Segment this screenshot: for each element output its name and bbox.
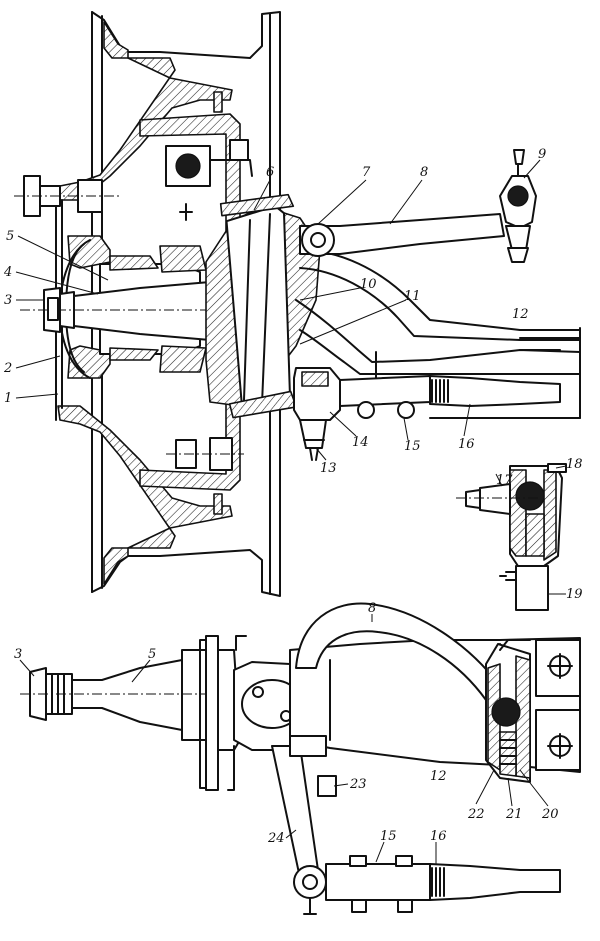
top-section-view <box>14 11 581 597</box>
callout-bottom-24: 24 <box>267 831 285 846</box>
callout-labels: 1 2 3 4 5 6 7 8 9 10 11 12 13 14 15 16 1… <box>3 147 583 846</box>
callout-13: 13 <box>320 461 337 476</box>
leader-lines <box>15 159 567 864</box>
callout-bottom-22: 22 <box>467 807 485 822</box>
callout-8: 8 <box>420 165 428 180</box>
drum-bolts <box>14 139 253 471</box>
callout-19: 19 <box>566 587 583 602</box>
callout-bottom-3: 3 <box>14 647 22 662</box>
ball-joint-detail <box>456 463 567 611</box>
callout-5: 5 <box>6 229 14 244</box>
callout-17: 17 <box>496 473 513 488</box>
callout-bottom-21: 21 <box>505 807 523 822</box>
callout-15: 15 <box>404 439 421 454</box>
steering-arm-top <box>299 149 537 263</box>
callout-9: 9 <box>538 147 546 162</box>
stub-axle <box>20 281 230 341</box>
callout-12: 12 <box>512 307 529 322</box>
tie-rod-top <box>293 367 561 461</box>
callout-bottom-20: 20 <box>541 807 559 822</box>
callout-6: 6 <box>266 165 274 180</box>
steering-knuckle <box>205 193 321 419</box>
callout-11: 11 <box>404 289 421 304</box>
callout-3: 3 <box>4 293 12 308</box>
callout-7: 7 <box>362 165 371 180</box>
ball-joint-side <box>485 639 531 783</box>
callout-10: 10 <box>360 277 377 292</box>
callout-bottom-8: 8 <box>368 601 376 616</box>
callout-4: 4 <box>3 265 12 280</box>
bottom-side-view <box>20 602 581 915</box>
callout-bottom-15: 15 <box>380 829 397 844</box>
callout-bottom-5: 5 <box>148 647 156 662</box>
callout-1: 1 <box>4 391 12 406</box>
callout-bottom-23: 23 <box>349 777 367 792</box>
axle-beam-side <box>289 637 581 773</box>
callout-bottom-16: 16 <box>430 829 447 844</box>
callout-18: 18 <box>566 457 583 472</box>
callout-2: 2 <box>3 361 12 376</box>
callout-16: 16 <box>458 437 475 452</box>
callout-14: 14 <box>352 435 369 450</box>
spindle-side <box>20 649 240 741</box>
lever-and-tie-rod <box>271 735 561 915</box>
callout-bottom-12: 12 <box>430 769 447 784</box>
